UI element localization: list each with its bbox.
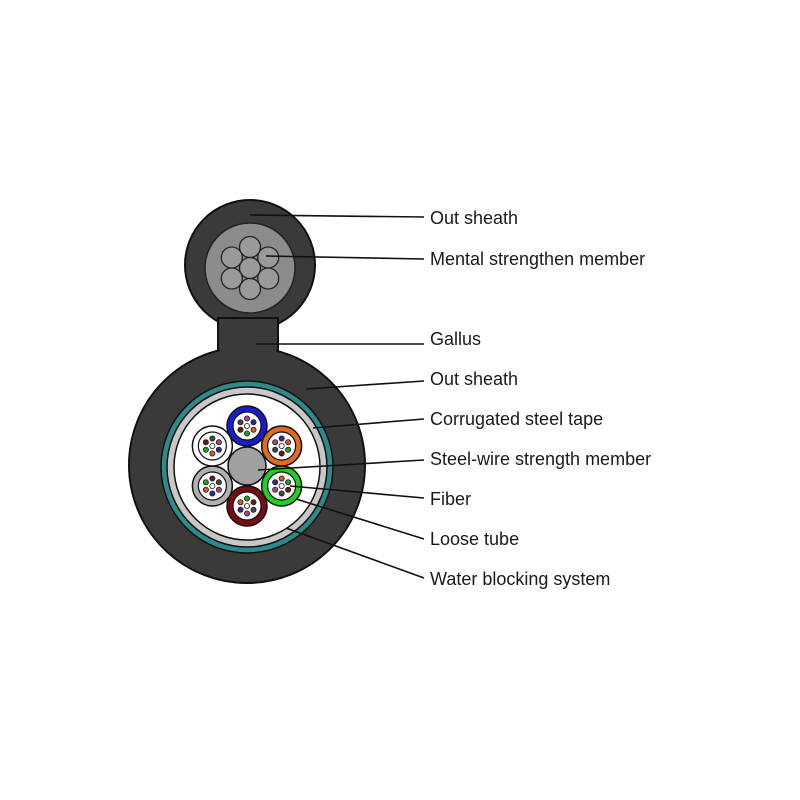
fiber — [272, 479, 279, 486]
fiber — [278, 435, 285, 442]
fiber — [209, 475, 216, 482]
label-gallus: Gallus — [430, 329, 481, 349]
cable-body — [128, 345, 366, 584]
loose-tube-green — [260, 465, 303, 507]
fiber — [237, 499, 244, 506]
labels: Out sheath Mental strengthen member Gall… — [430, 208, 651, 589]
fiber — [272, 446, 279, 453]
leader-out-sheath-top — [249, 214, 425, 218]
fiber — [278, 450, 285, 457]
fiber — [209, 450, 216, 457]
label-out-sheath-top: Out sheath — [430, 208, 518, 228]
fiber — [202, 486, 209, 493]
fiber — [215, 439, 222, 446]
steel-wire-strength-member — [227, 446, 267, 486]
fiber — [202, 446, 209, 453]
fiber — [237, 426, 244, 433]
fiber — [215, 486, 222, 493]
leader-out-sheath-lower — [305, 380, 425, 390]
fiber — [285, 439, 292, 446]
messenger-steel-wire — [238, 235, 262, 259]
messenger-section — [184, 199, 316, 331]
label-mental-strengthen-member: Mental strengthen member — [430, 249, 645, 269]
fiber — [285, 479, 292, 486]
leader-water-blocking-system — [285, 527, 425, 579]
fiber — [285, 446, 292, 453]
fiber — [285, 486, 292, 493]
fiber — [278, 490, 285, 497]
fiber — [278, 442, 285, 449]
leader-fiber — [289, 485, 425, 499]
fiber — [209, 482, 216, 489]
label-out-sheath-lower: Out sheath — [430, 369, 518, 389]
loose-tubes-group — [191, 405, 303, 527]
fiber — [209, 442, 216, 449]
fiber — [243, 510, 250, 517]
fiber — [272, 439, 279, 446]
fiber — [250, 419, 257, 426]
fiber — [202, 439, 209, 446]
messenger-steel-wire — [238, 277, 262, 301]
leader-lines — [249, 214, 425, 579]
leader-corrugated-steel-tape — [312, 418, 425, 429]
label-corrugated-steel-tape: Corrugated steel tape — [430, 409, 603, 429]
fiber — [272, 486, 279, 493]
leader-mental-strengthen-member — [265, 255, 425, 260]
loose-tube-blue — [226, 405, 268, 447]
fiber — [215, 479, 222, 486]
mental-strengthen-member — [220, 235, 280, 301]
label-water-blocking-system: Water blocking system — [430, 569, 610, 589]
leader-steel-wire-strength-member — [257, 459, 425, 471]
messenger-steel-wire — [238, 256, 262, 280]
fiber — [250, 499, 257, 506]
fiber — [278, 482, 285, 489]
fiber — [243, 415, 250, 422]
messenger-steel-wire — [257, 267, 280, 290]
label-fiber: Fiber — [430, 489, 471, 509]
fiber — [250, 506, 257, 513]
fiber — [209, 435, 216, 442]
fiber — [202, 479, 209, 486]
loose-tube-gray — [191, 465, 234, 507]
leader-loose-tube — [295, 498, 425, 540]
messenger-steel-wire — [220, 246, 243, 269]
loose-tube-brown — [226, 485, 268, 527]
messenger-steel-wire — [257, 246, 280, 269]
fiber — [243, 430, 250, 437]
fiber — [243, 502, 250, 509]
fiber — [237, 419, 244, 426]
fiber — [250, 426, 257, 433]
fiber — [278, 475, 285, 482]
label-steel-wire-strength-member: Steel-wire strength member — [430, 449, 651, 469]
fiber — [209, 490, 216, 497]
loose-tube-orange — [260, 425, 303, 467]
messenger-steel-wire — [220, 267, 243, 290]
label-loose-tube: Loose tube — [430, 529, 519, 549]
loose-tube-white — [191, 425, 234, 467]
fiber — [215, 446, 222, 453]
fiber — [243, 495, 250, 502]
fiber — [243, 422, 250, 429]
fiber — [237, 506, 244, 513]
